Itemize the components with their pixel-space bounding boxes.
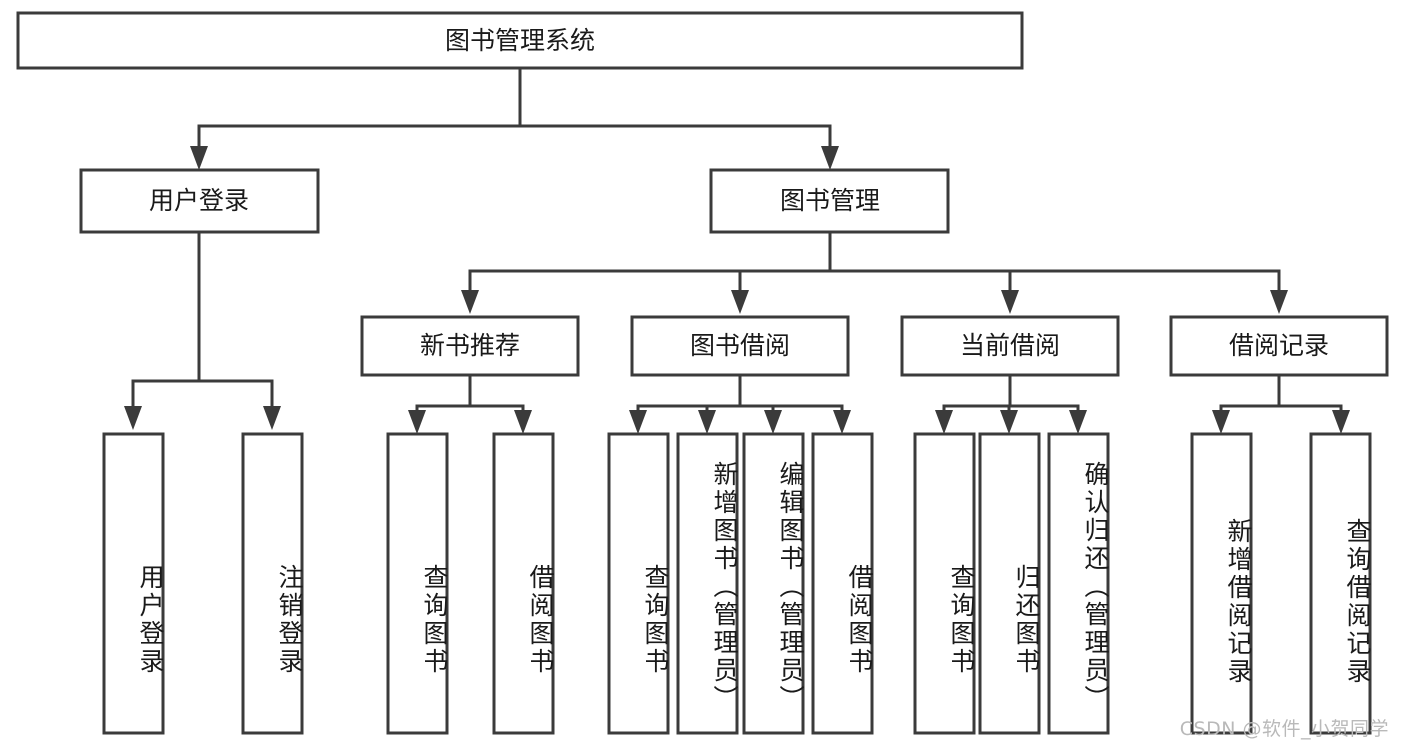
leaf-box-query-book-3[interactable] xyxy=(913,432,976,735)
connector-root-to-level2 xyxy=(190,66,839,170)
arrow-icon xyxy=(1069,410,1087,434)
leaf-box-borrow-book-1[interactable] xyxy=(492,432,555,735)
arrow-icon xyxy=(1001,290,1019,314)
node-root-book-management-system[interactable]: 图书管理系统 xyxy=(16,11,1024,70)
node-book-borrow-label: 图书借阅 xyxy=(690,331,790,360)
leaf-box-query-borrow-record[interactable] xyxy=(1309,432,1372,735)
arrow-icon xyxy=(698,410,716,434)
leaf-box-add-book-admin[interactable] xyxy=(676,432,739,735)
leaf-box-user-login[interactable] xyxy=(102,432,165,735)
leaf-box-confirm-return-admin[interactable] xyxy=(1047,432,1110,735)
arrow-icon xyxy=(514,410,532,434)
watermark-text: CSDN @软件_小贺同学 xyxy=(1179,718,1389,740)
leaf-box-add-borrow-record[interactable] xyxy=(1190,432,1253,735)
connector-currentborrow-to-leaves xyxy=(935,373,1087,434)
arrow-icon xyxy=(1212,410,1230,434)
arrow-icon xyxy=(1332,410,1350,434)
arrow-icon xyxy=(1000,410,1018,434)
node-borrow-record[interactable]: 借阅记录 xyxy=(1169,315,1389,377)
node-book-borrow[interactable]: 图书借阅 xyxy=(630,315,850,377)
arrow-icon xyxy=(461,290,479,314)
arrow-icon xyxy=(408,410,426,434)
leaf-box-query-book-2[interactable] xyxy=(607,432,670,735)
connector-newbook-to-leaves xyxy=(408,373,532,434)
node-root-label: 图书管理系统 xyxy=(445,26,595,55)
arrow-icon xyxy=(731,290,749,314)
leaf-box-query-book-1[interactable] xyxy=(386,432,449,735)
node-book-management-label: 图书管理 xyxy=(780,186,880,215)
arrow-icon xyxy=(263,406,281,430)
arrow-icon xyxy=(935,410,953,434)
connector-borrowrecord-to-leaves xyxy=(1212,373,1350,434)
arrow-icon xyxy=(1270,290,1288,314)
arrow-icon xyxy=(821,146,839,170)
node-user-login-label: 用户登录 xyxy=(149,186,249,215)
arrow-icon xyxy=(764,410,782,434)
arrow-icon xyxy=(629,410,647,434)
connector-bookmgmt-to-level3 xyxy=(461,230,1288,314)
connector-userlogin-to-leaves xyxy=(124,230,281,430)
leaf-box-logout[interactable] xyxy=(241,432,304,735)
node-user-login[interactable]: 用户登录 xyxy=(79,168,320,234)
arrow-icon xyxy=(833,410,851,434)
arrow-icon xyxy=(124,406,142,430)
node-current-borrow[interactable]: 当前借阅 xyxy=(900,315,1120,377)
node-book-management[interactable]: 图书管理 xyxy=(709,168,950,234)
leaf-box-edit-book-admin[interactable] xyxy=(742,432,805,735)
connector-bookborrow-to-leaves xyxy=(629,373,851,434)
node-new-book-recommend-label: 新书推荐 xyxy=(420,331,520,360)
node-current-borrow-label: 当前借阅 xyxy=(960,331,1060,360)
arrow-icon xyxy=(190,146,208,170)
node-new-book-recommend[interactable]: 新书推荐 xyxy=(360,315,580,377)
leaf-box-return-book[interactable] xyxy=(978,432,1041,735)
node-borrow-record-label: 借阅记录 xyxy=(1229,331,1329,360)
leaf-box-borrow-book-2[interactable] xyxy=(811,432,874,735)
